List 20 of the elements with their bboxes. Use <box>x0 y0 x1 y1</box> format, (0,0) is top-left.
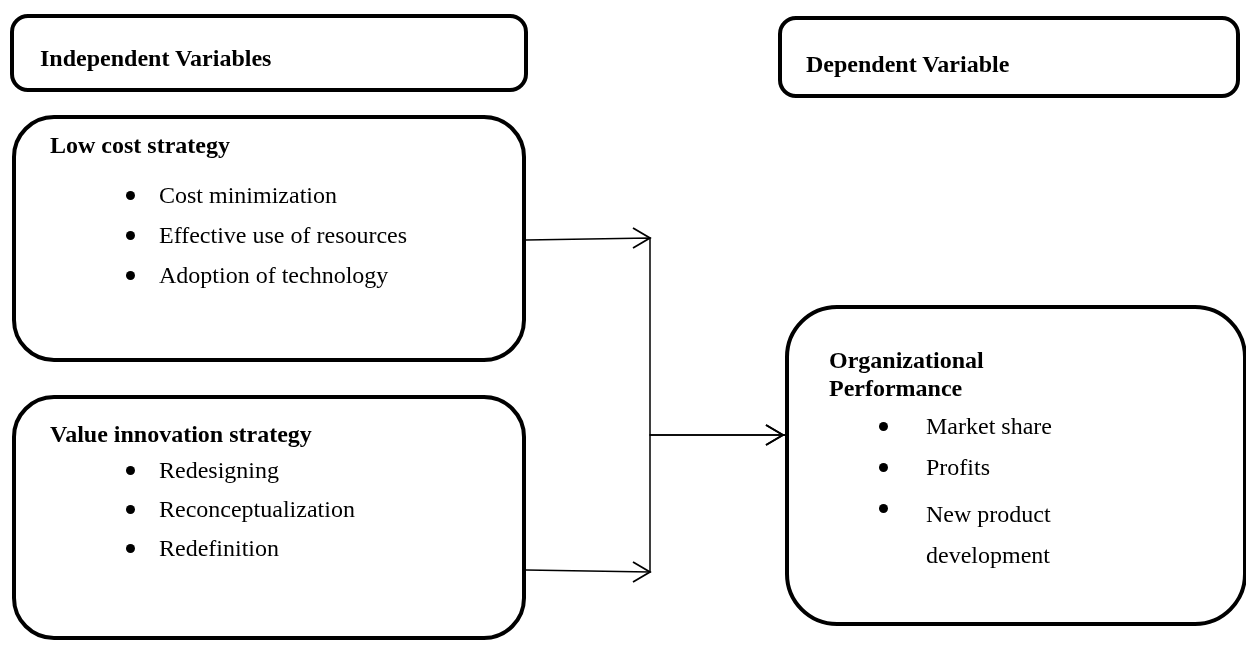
arrow <box>525 424 786 583</box>
heading: Value innovation strategy <box>50 420 312 448</box>
heading: Organizational Performance <box>829 346 985 402</box>
bullet-text: Profits <box>926 453 991 481</box>
variable-box <box>785 305 1246 626</box>
bullet-text: Reconceptualization <box>159 495 356 523</box>
variable-box <box>12 395 526 640</box>
bullet-text: Cost minimization <box>159 181 338 209</box>
heading: Low cost strategy <box>50 131 230 159</box>
bullet-text: Redesigning <box>159 456 280 484</box>
header-box <box>778 16 1240 98</box>
bullet-text: Market share <box>926 412 1053 440</box>
bullet-text: Redefinition <box>159 534 280 562</box>
variable-box <box>12 115 526 362</box>
heading: Independent Variables <box>40 44 272 72</box>
bullet-text: Adoption of technology <box>159 261 390 289</box>
bullet-text: Effective use of resources <box>159 221 409 249</box>
heading: Dependent Variable <box>806 50 1010 78</box>
header-box <box>10 14 528 92</box>
bullet-text: New product development <box>926 500 1052 570</box>
